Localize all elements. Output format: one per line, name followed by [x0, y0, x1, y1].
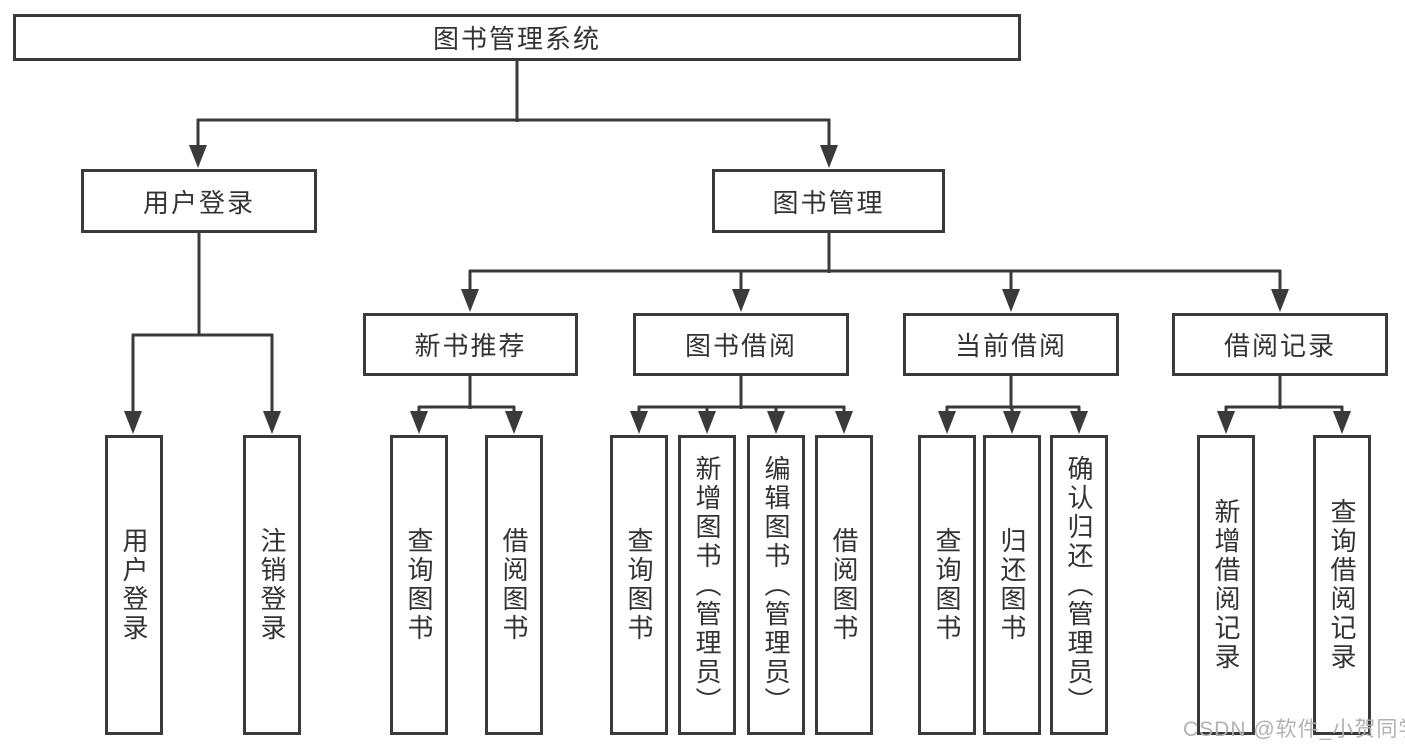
leaf-edit-books-admin: 编辑图书（管理员）: [747, 435, 805, 735]
csdn-watermark: CSDN @软件_小贺同学: [1183, 718, 1405, 741]
node-borrowing-records: 借阅记录: [1172, 313, 1388, 376]
leaf-query-books-borrow: 查询图书: [610, 435, 668, 735]
arrowheads-level4: [124, 411, 1351, 434]
node-current-borrowing: 当前借阅: [903, 313, 1119, 376]
arrowheads-level3: [461, 289, 1289, 312]
leaf-query-books-current: 查询图书: [918, 435, 976, 735]
arrowheads-level2: [189, 145, 838, 168]
leaf-user-login: 用户登录: [105, 435, 163, 735]
node-book-borrowing: 图书借阅: [633, 313, 849, 376]
node-user-login: 用户登录: [81, 169, 317, 233]
leaf-add-books-admin: 新增图书（管理员）: [678, 435, 736, 735]
leaf-return-books: 归还图书: [983, 435, 1041, 735]
node-new-book-recommendation: 新书推荐: [363, 313, 578, 376]
leaf-query-books-recommend: 查询图书: [390, 435, 448, 735]
leaf-borrow-books-recommend: 借阅图书: [485, 435, 543, 735]
leaf-add-borrow-record: 新增借阅记录: [1197, 435, 1255, 735]
leaf-confirm-return-admin: 确认归还（管理员）: [1050, 435, 1108, 735]
leaf-query-borrow-record: 查询借阅记录: [1313, 435, 1371, 735]
node-library-management-system: 图书管理系统: [13, 14, 1021, 61]
leaf-logout-login: 注销登录: [243, 435, 301, 735]
leaf-borrow-books: 借阅图书: [815, 435, 873, 735]
node-book-management: 图书管理: [712, 169, 945, 233]
